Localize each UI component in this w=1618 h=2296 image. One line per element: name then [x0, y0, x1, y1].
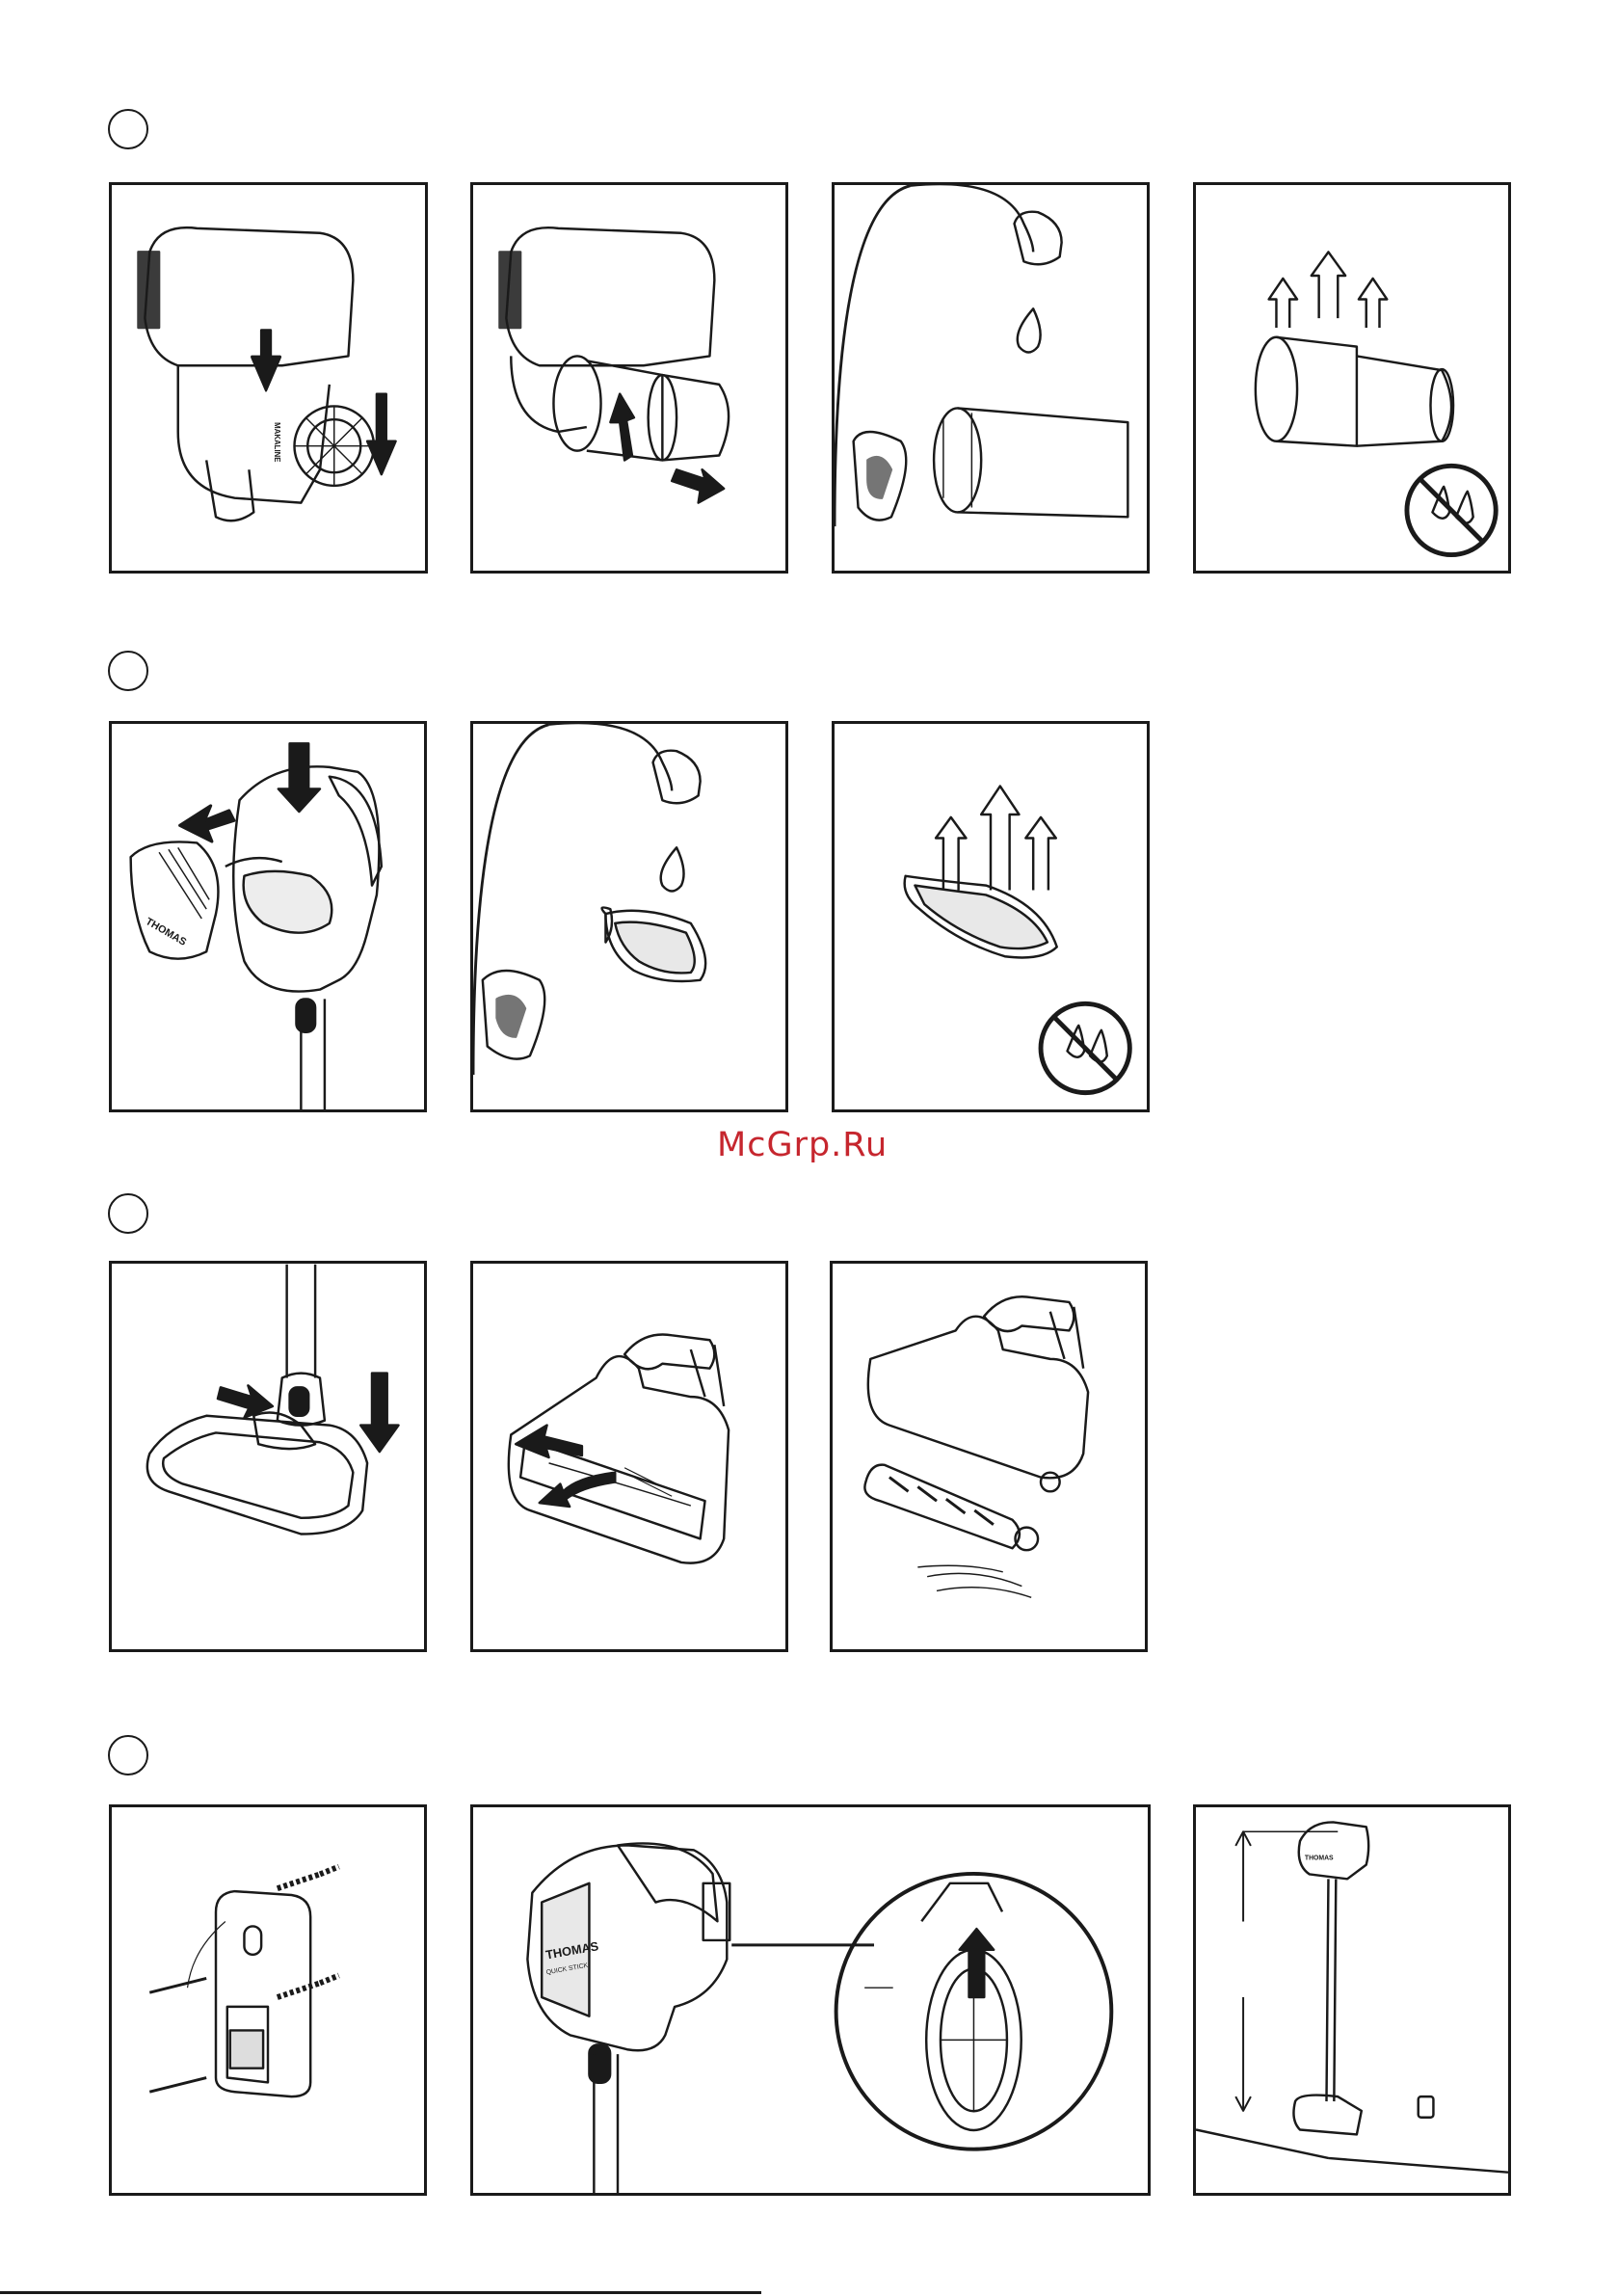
step-4-marker [108, 1735, 148, 1775]
panel-release-brush [109, 1261, 427, 1652]
brand-label-1: THOMAS [144, 916, 189, 948]
panel-unlock-dust-container: MAKALINE [109, 182, 428, 574]
step-2-marker [108, 651, 148, 691]
bottom-rule [0, 2291, 761, 2294]
side-label: MAKALINE [273, 422, 281, 462]
panel-parked-stick: THOMAS [1193, 1804, 1511, 2196]
panel-open-container: THOMAS [109, 721, 427, 1112]
panel-clean-roller [830, 1261, 1148, 1652]
panel-wall-mount-screws [109, 1804, 427, 2196]
panel-rinse-filter [832, 182, 1150, 574]
panel-remove-filter [470, 182, 788, 574]
brand-label-3: THOMAS [1305, 1855, 1334, 1862]
panel-dry-filter [1193, 182, 1511, 574]
panel-hang-on-holder: THOMAS QUICK STICK [470, 1804, 1151, 2196]
panel-remove-roller [470, 1261, 788, 1652]
step-1-marker [108, 109, 148, 149]
panel-dry-fine-filter [832, 721, 1150, 1112]
step-3-marker [108, 1193, 148, 1234]
watermark-text: McGrp.Ru [717, 1126, 888, 1164]
panel-rinse-fine-filter [470, 721, 788, 1112]
